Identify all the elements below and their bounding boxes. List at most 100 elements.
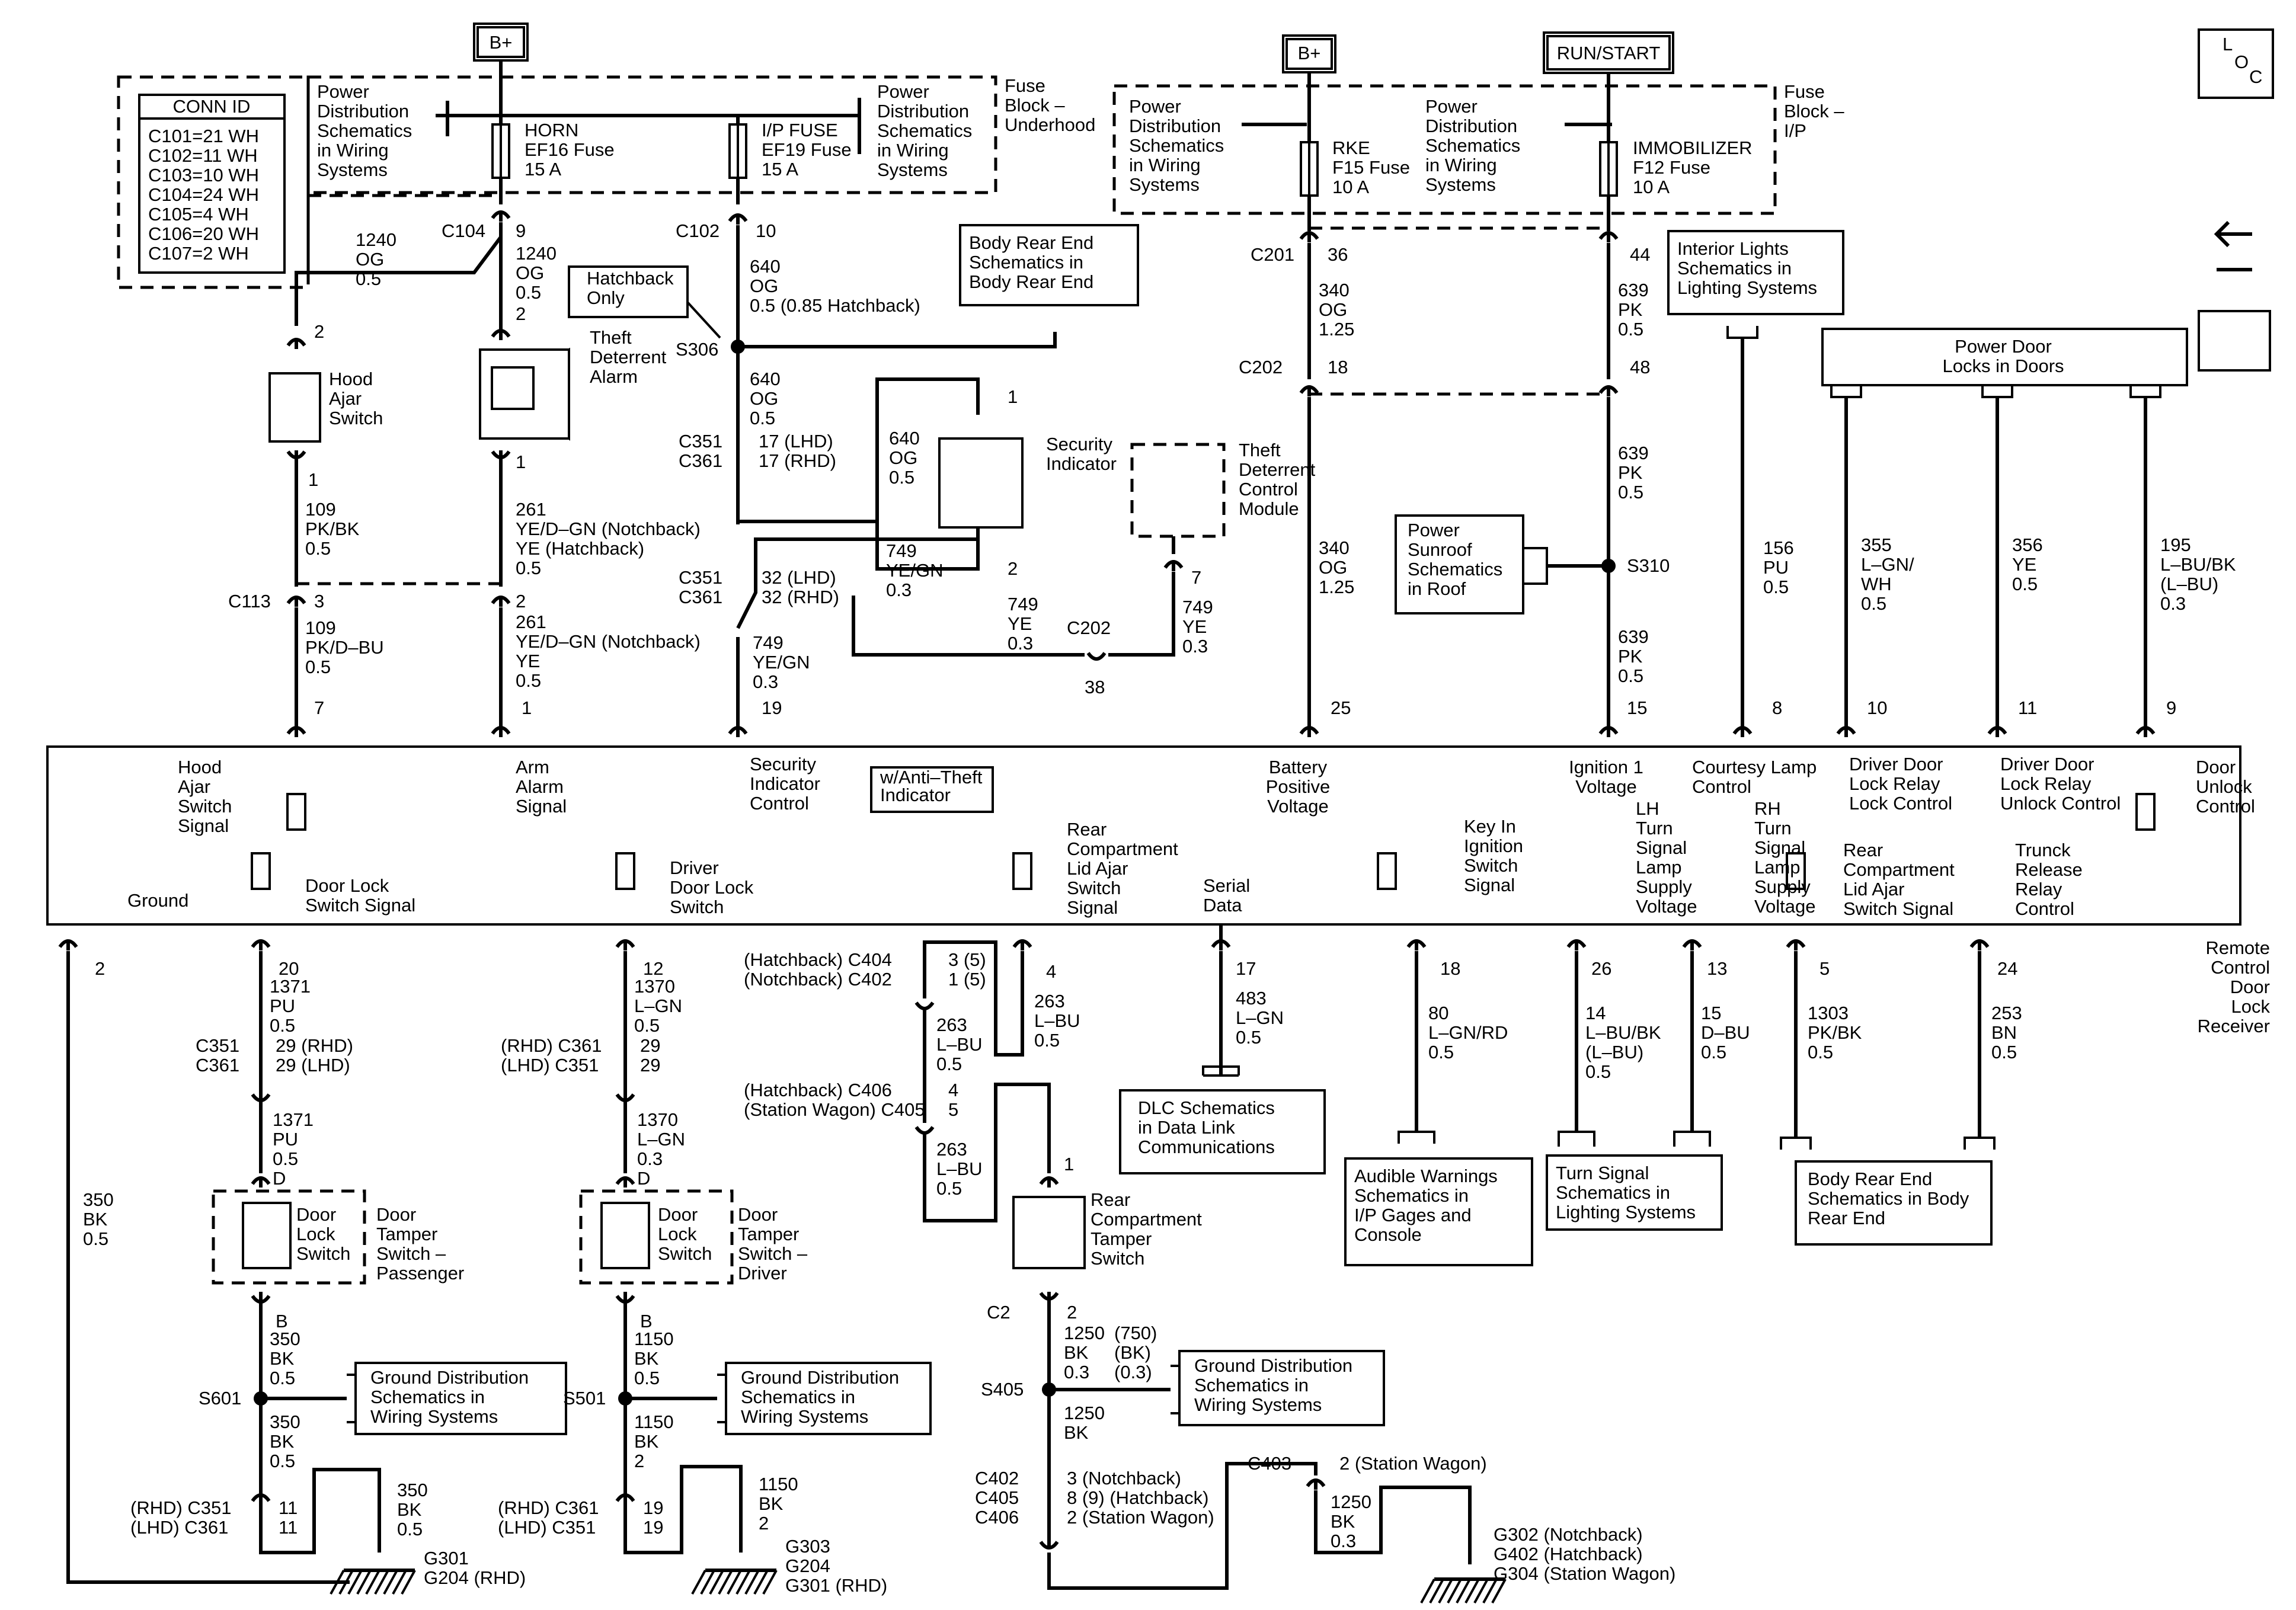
label-p109a: PK/BK	[305, 518, 360, 539]
label-rhd29: 29 (RHD)	[276, 1035, 353, 1056]
label-c402: C402	[975, 1468, 1019, 1489]
connector	[1039, 1541, 1059, 1550]
label-audible: I/P Gages and	[1354, 1205, 1472, 1225]
label-body-rear-end: Body Rear End	[969, 271, 1093, 292]
label-s601: S601	[199, 1388, 241, 1409]
label-rear-tamper: Tamper	[1091, 1228, 1152, 1249]
ground-icon	[1491, 1579, 1507, 1603]
label-p1250a: 0.3	[1064, 1362, 1089, 1382]
resistor	[1377, 852, 1397, 890]
label-c201: C201	[1251, 244, 1294, 265]
label-rows: C101=21 WH	[148, 126, 259, 146]
label-p35: 3 (5)	[948, 949, 986, 970]
label-g301: G204 (RHD)	[424, 1567, 526, 1588]
wire	[923, 940, 1024, 1057]
connector	[1086, 652, 1107, 661]
label-p1240b: 0.5	[516, 282, 541, 303]
label-theft-alarm: Deterrent	[590, 347, 667, 367]
label-body-rear-end2: Schematics in Body	[1808, 1188, 1969, 1209]
label-rear-lid: Lid Ajar	[1067, 858, 1128, 879]
label-lh-turn: Lamp	[1636, 857, 1682, 878]
label-p1c: 1	[522, 697, 532, 718]
label-rear-tamper: Switch	[1091, 1248, 1144, 1269]
boxes	[46, 23, 2274, 1435]
label-turn-signal: Turn Signal	[1556, 1163, 1649, 1183]
label-name: Door	[2230, 977, 2270, 997]
resistor	[2135, 793, 2156, 831]
label-pds: Schematics	[1129, 135, 1224, 156]
label-power-sunroof: Schematics	[1408, 559, 1502, 580]
label-p1150c: 1150	[759, 1474, 798, 1494]
wire	[736, 537, 978, 629]
ground-icon	[330, 1570, 345, 1595]
label-p1250c: 1250	[1331, 1491, 1371, 1512]
ground-icon	[1456, 1579, 1471, 1603]
wire	[852, 596, 1085, 657]
label-p14: (L–BU)	[1585, 1042, 1643, 1062]
label-hatchback-only: Only	[587, 287, 625, 308]
label-power-door-locks: Locks in Doors	[1942, 356, 2064, 376]
label-p263b: L–BU	[936, 1158, 983, 1179]
label-p263a: 0.5	[936, 1054, 962, 1074]
label-tdcm: Module	[1239, 498, 1299, 519]
label-ground-dist: Schematics in	[1194, 1375, 1309, 1395]
label-p483: 0.5	[1236, 1027, 1261, 1048]
label-p7b: 7	[1191, 567, 1201, 588]
turn-signal-ref	[1546, 1154, 1723, 1231]
label-key-in: Switch	[1464, 855, 1518, 876]
label-c351c: C361	[196, 1055, 239, 1076]
label-p640a: 0.5 (0.85 Hatchback)	[750, 295, 920, 316]
label-battery-pos: Battery	[1269, 757, 1328, 777]
label-ign1: Voltage	[1575, 776, 1636, 797]
label-p7a: 7	[314, 697, 324, 718]
label-loc-bot: C	[2249, 66, 2262, 87]
label-p24: 24	[1997, 958, 2017, 979]
label-p263a: 263	[936, 1014, 967, 1035]
label-p109b: 109	[305, 617, 336, 638]
label-door-lock-sig: Switch Signal	[305, 895, 415, 916]
label-hood-ajar-sig: Hood	[178, 757, 222, 777]
label-pds: Systems	[1129, 174, 1200, 195]
ground-icon	[401, 1570, 416, 1595]
label-horn-fuse: HORN	[525, 120, 578, 140]
wire	[875, 521, 980, 571]
interior-lights-ref	[1667, 230, 1844, 315]
label-hood-ajar: Ajar	[329, 388, 362, 409]
label-p2d: 2	[1008, 558, 1018, 579]
label-rke-fuse: 10 A	[1332, 177, 1369, 197]
ground-icon	[718, 1570, 733, 1595]
label-serial: Data	[1203, 895, 1242, 916]
label-door-lock-sw: Lock	[658, 1224, 697, 1244]
label-w-anti-theft: w/Anti–Theft	[880, 767, 983, 788]
tamper-driver-switch	[600, 1202, 650, 1269]
label-c351c: C351	[196, 1035, 239, 1056]
label-dd-unlock: Unlock Control	[2000, 793, 2121, 814]
label-interior-lights: Schematics in	[1677, 258, 1792, 279]
label-p25: 25	[1331, 697, 1351, 718]
label-p19b: 19	[643, 1517, 663, 1538]
label-p356: 0.5	[2012, 574, 2038, 594]
label-pds: in Wiring	[1129, 155, 1201, 175]
label-p4: 4	[1046, 961, 1056, 982]
ground-icon	[762, 1570, 778, 1595]
label-power-sunroof: Power	[1408, 520, 1460, 540]
label-p639c: PK	[1618, 646, 1643, 667]
label-p749d: 0.3	[1182, 636, 1208, 657]
label-pds: Schematics	[877, 120, 972, 141]
label-rows: C104=24 WH	[148, 184, 259, 205]
splice-dot	[618, 1391, 632, 1406]
label-p12: 12	[643, 958, 663, 979]
label-p14: L–BU/BK	[1585, 1022, 1661, 1043]
label-p1370a: 1370	[634, 976, 675, 997]
ground-icon	[691, 1570, 706, 1595]
label-body-rear-end: Body Rear End	[969, 232, 1093, 253]
label-s501: S501	[563, 1388, 606, 1409]
label-rh-turn: Turn	[1754, 818, 1792, 838]
wire	[1171, 1365, 1181, 1414]
label-p261b: 0.5	[516, 670, 541, 691]
label-pds: in Wiring	[317, 140, 389, 161]
ground-icon	[1482, 1579, 1498, 1603]
wire	[623, 1465, 743, 1554]
